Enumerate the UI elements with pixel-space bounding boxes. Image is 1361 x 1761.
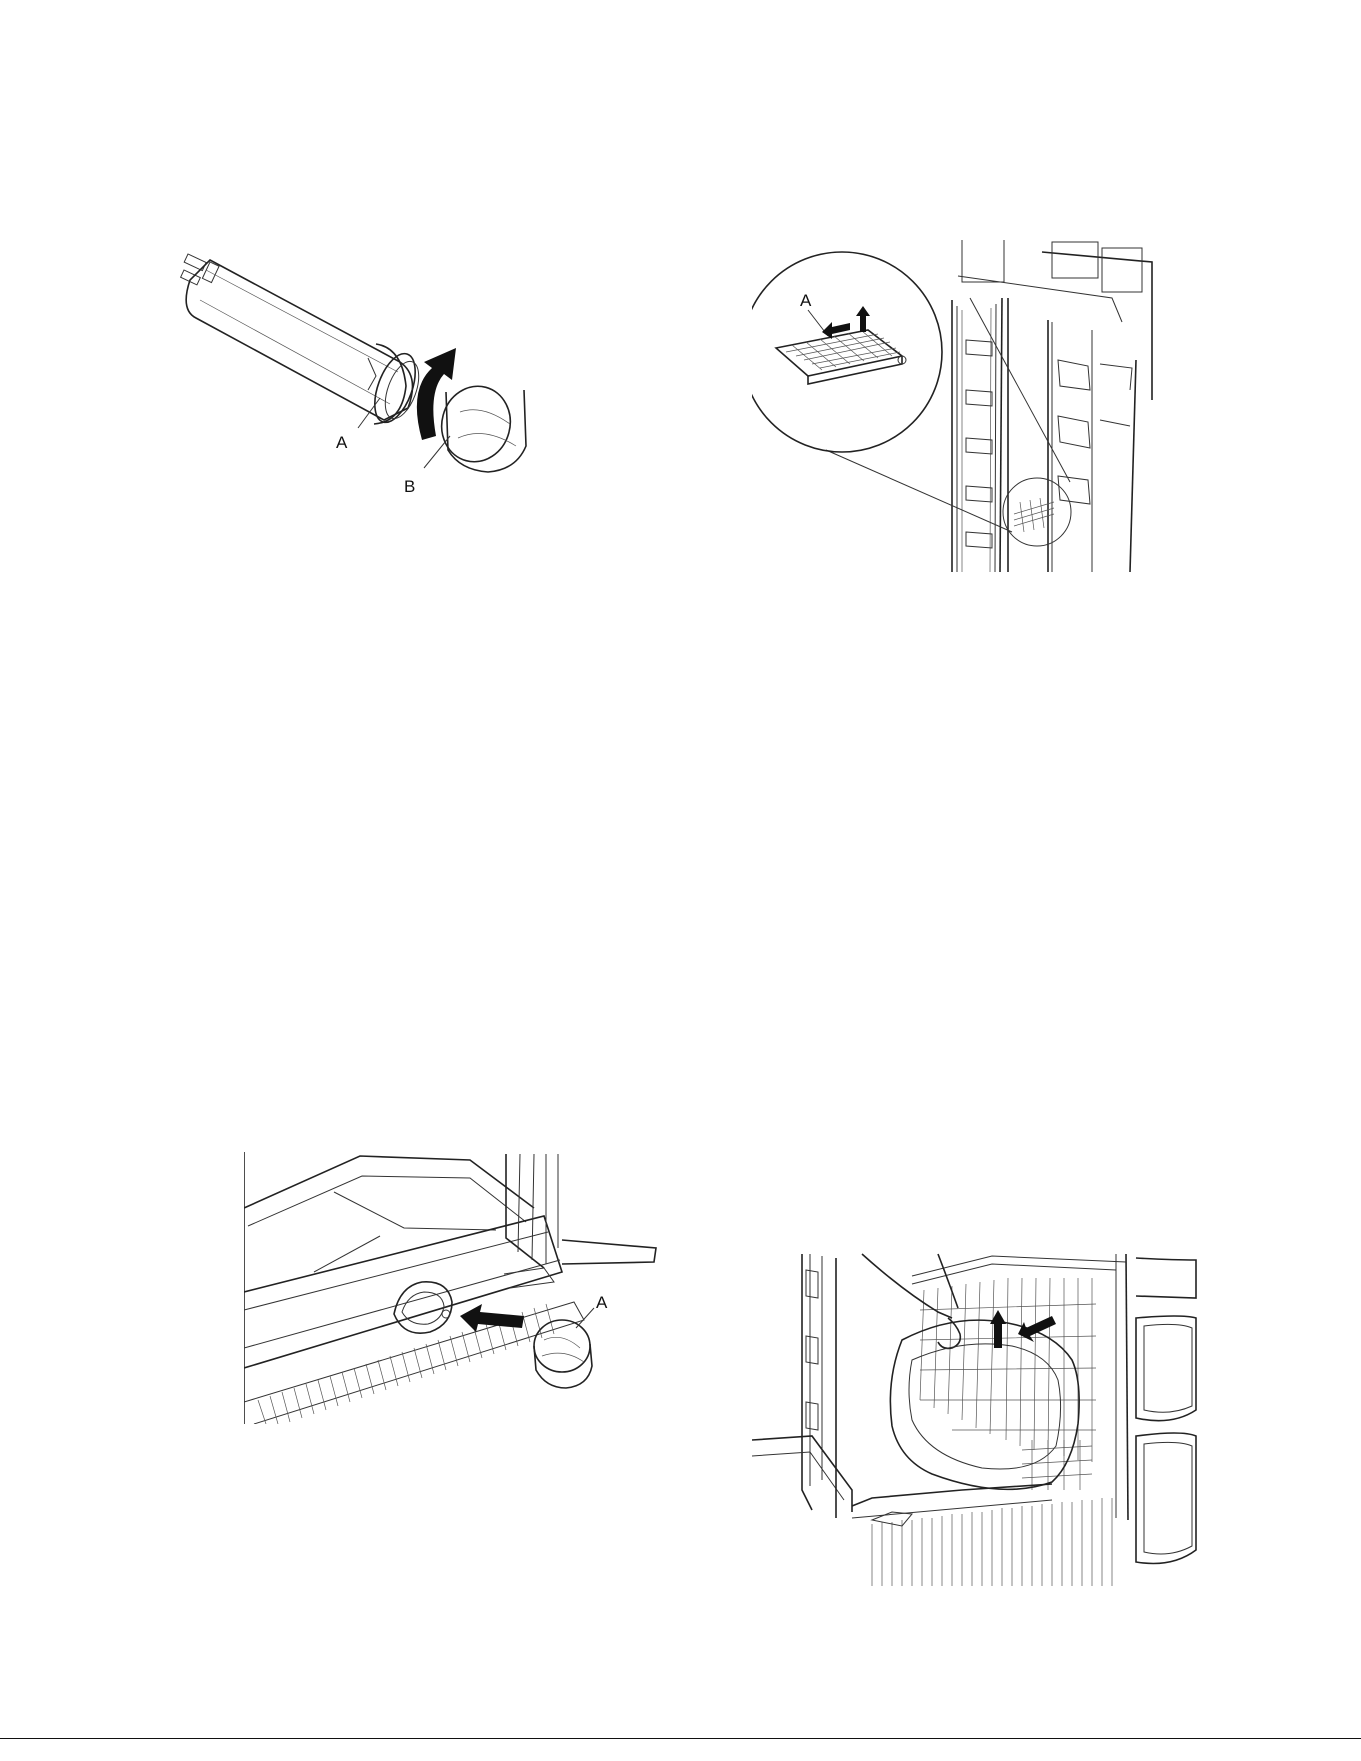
filter-cap-illustration: A B	[170, 240, 610, 540]
figure-filter-cap: A B	[170, 240, 610, 540]
figure-door-shelf: A	[752, 240, 1242, 572]
callout-a-label: A	[336, 433, 348, 452]
callout-a-label: A	[800, 291, 812, 310]
callout-b-label: B	[404, 477, 415, 496]
push-arrow-icon	[460, 1304, 524, 1332]
figure-freezer-drawer	[752, 1250, 1242, 1586]
door-shelf-illustration: A	[752, 240, 1242, 572]
filter-housing-illustration: A	[244, 1152, 662, 1424]
kickplate-ribs	[872, 1498, 1112, 1586]
lift-arrow-icon	[856, 306, 870, 332]
wire-basket	[920, 1278, 1096, 1490]
figure-filter-housing: A	[244, 1152, 662, 1424]
page-footer-rule	[0, 1738, 1361, 1739]
callout-a-label: A	[596, 1293, 608, 1312]
callout-leader-b	[424, 436, 450, 468]
rotate-arrow-icon	[417, 348, 456, 440]
freezer-drawer-illustration	[752, 1250, 1242, 1586]
